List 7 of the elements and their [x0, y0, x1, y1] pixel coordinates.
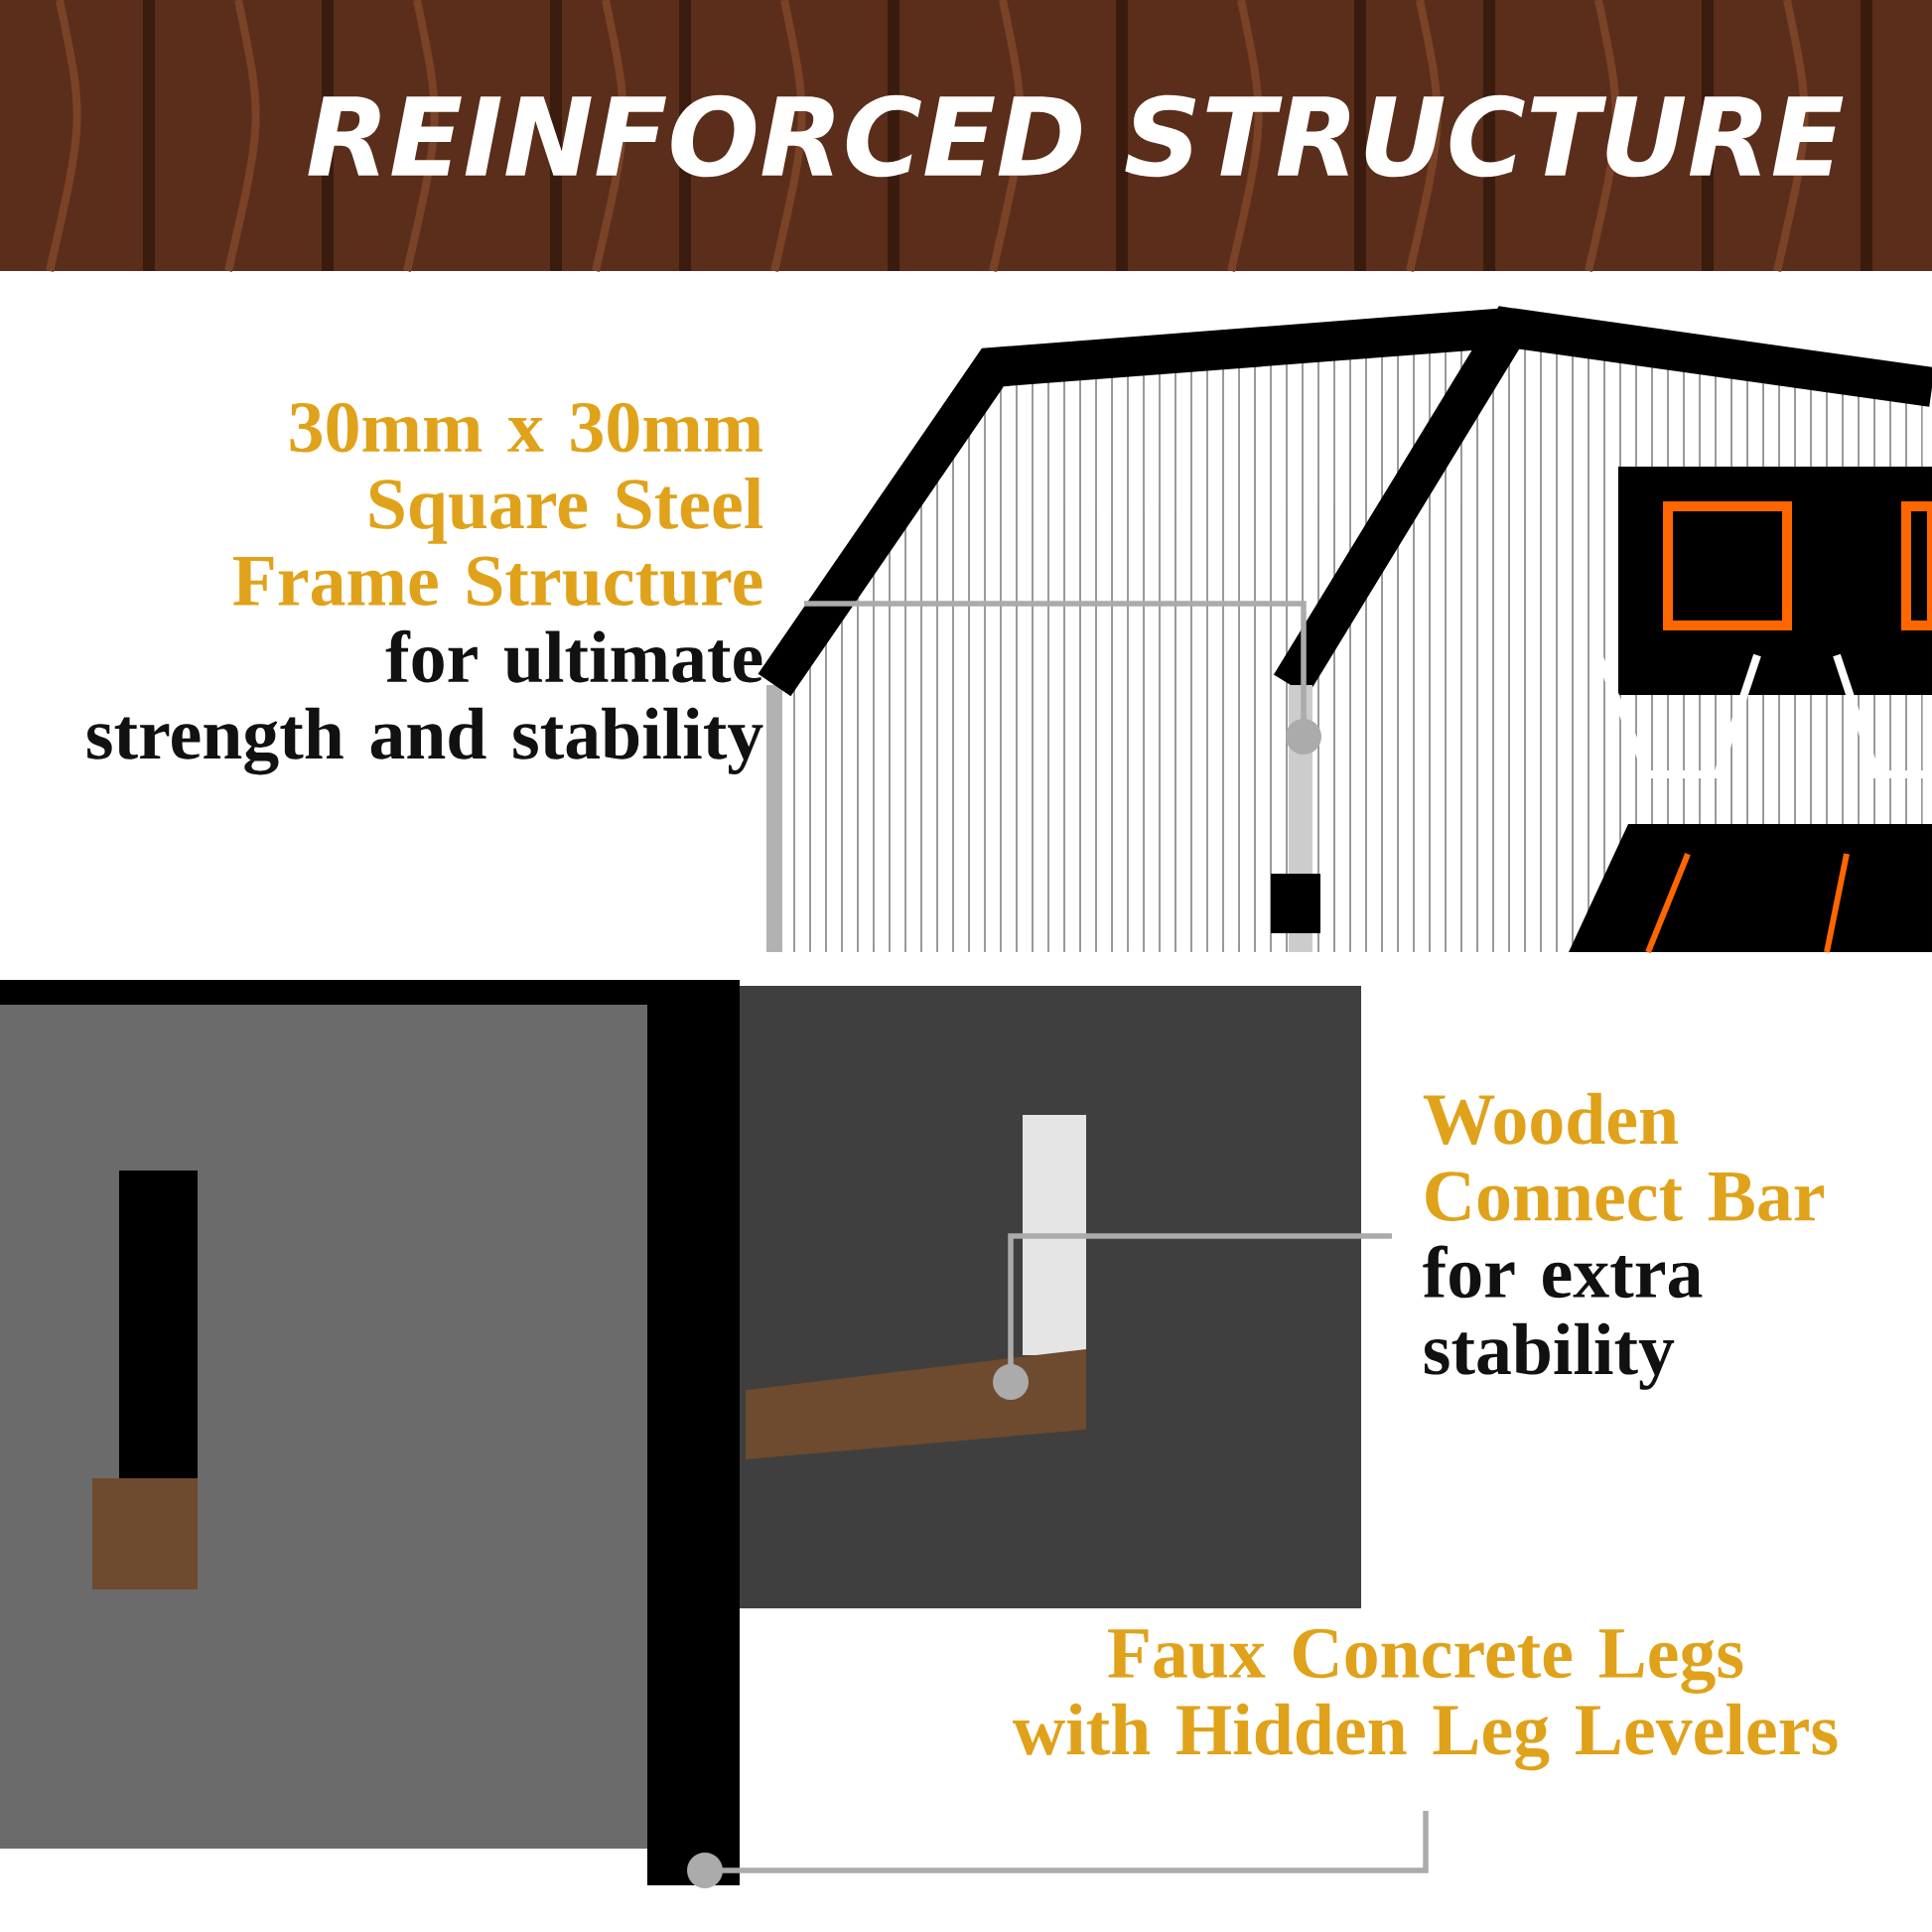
title: REINFORCED STRUCTURE: [308, 94, 1844, 178]
callout-text: Faux Concrete Legs with Hidden Leg Levelers: [1013, 1628, 1838, 1771]
leader-line: [804, 601, 1321, 755]
callout-text: Wooden Connect Bar for extra stability: [1423, 1092, 1824, 1390]
leader-line: [687, 1810, 1429, 1888]
callout-text: 30mm x 30mm Square Steel Frame Structure for ultimate strength and stability: [87, 402, 763, 775]
leader-line: [993, 1233, 1392, 1400]
